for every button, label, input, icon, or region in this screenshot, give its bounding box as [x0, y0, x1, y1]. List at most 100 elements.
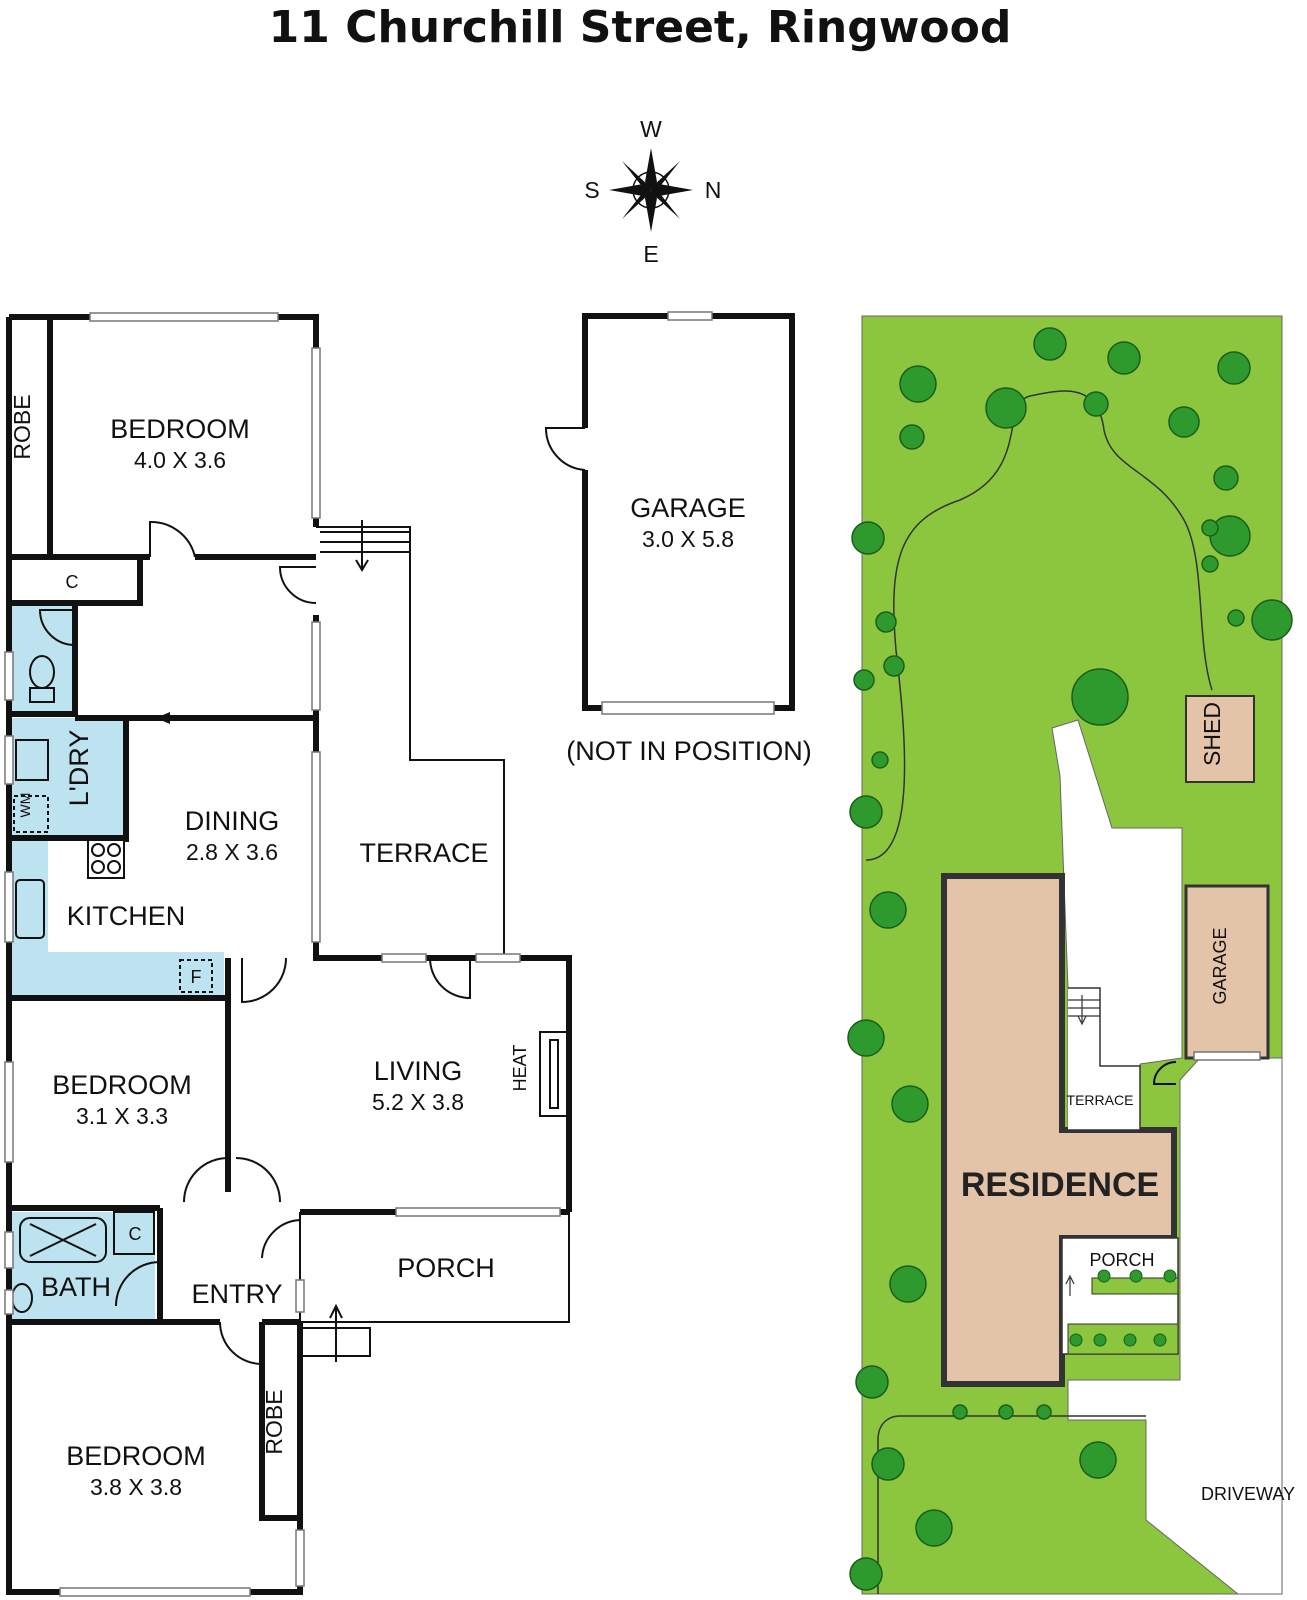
compass-rose-icon	[609, 148, 693, 232]
porch-outline	[299, 1212, 570, 1323]
garage-door	[601, 701, 775, 715]
tree-icon	[899, 424, 925, 450]
door-swing	[183, 1157, 229, 1203]
window	[295, 1529, 305, 1587]
dining-dims: 2.8 X 3.6	[186, 839, 278, 865]
shrub-icon	[1069, 1333, 1083, 1347]
tree-icon	[1201, 519, 1219, 537]
bedroom2-dims: 3.1 X 3.3	[76, 1103, 168, 1129]
garage-note: (NOT IN POSITION)	[566, 736, 812, 766]
bedroom3-label: BEDROOM	[66, 1441, 206, 1471]
kitchen-bench-left	[12, 838, 48, 952]
trough-icon	[15, 739, 49, 781]
window	[4, 735, 14, 785]
tree-icon	[851, 521, 885, 555]
entry-label: ENTRY	[191, 1279, 282, 1309]
compass-n: N	[705, 177, 722, 203]
tree-icon	[869, 891, 907, 929]
bedroom1-dims: 4.0 X 3.6	[134, 447, 226, 473]
site-porch-label: PORCH	[1089, 1250, 1154, 1270]
window	[4, 1289, 14, 1315]
wall-cupboard1	[9, 557, 143, 606]
garage-label: GARAGE	[630, 493, 746, 523]
page-title: 11 Churchill Street, Ringwood	[269, 2, 1012, 53]
window	[311, 347, 321, 519]
tree-icon	[1033, 327, 1067, 361]
sink-icon	[15, 879, 45, 939]
site-shed-label: SHED	[1199, 702, 1225, 766]
window	[381, 953, 427, 963]
tree-icon	[853, 669, 875, 691]
wall-robe2	[259, 1322, 300, 1521]
window	[311, 621, 321, 711]
compass-e: E	[643, 241, 658, 267]
robe1-label: ROBE	[9, 394, 35, 459]
tree-icon	[952, 1404, 968, 1420]
wall-toilet	[9, 603, 78, 717]
living-dims: 5.2 X 3.8	[372, 1089, 464, 1115]
tree-icon	[1251, 599, 1293, 641]
tree-icon	[1071, 668, 1129, 726]
tree-icon	[891, 1085, 929, 1123]
bedroom2-label: BEDROOM	[52, 1070, 192, 1100]
laundry-label: L'DRY	[64, 730, 94, 807]
shrub-icon	[1123, 1333, 1137, 1347]
door-swing	[278, 566, 317, 604]
robe2-label: ROBE	[261, 1389, 287, 1454]
window	[295, 1279, 305, 1313]
site-garage	[1184, 884, 1270, 1060]
window	[89, 312, 279, 322]
door-swing	[149, 520, 196, 558]
tree-icon	[855, 1365, 889, 1399]
tree-icon	[1217, 351, 1251, 385]
door-swing	[115, 1261, 161, 1307]
site-driveway-label: DRIVEWAY	[1201, 1484, 1295, 1504]
tree-icon	[883, 655, 905, 677]
wm-label: WM	[17, 793, 33, 818]
window	[4, 1231, 14, 1269]
shrub-icon	[1129, 1269, 1143, 1283]
cupboard2-label: C	[129, 1224, 142, 1244]
compass-s: S	[584, 177, 599, 203]
door-swing	[38, 609, 76, 646]
kitchen-label: KITCHEN	[67, 901, 186, 931]
cupboard2-box	[113, 1211, 155, 1255]
window	[667, 311, 713, 321]
dining-label: DINING	[185, 806, 280, 836]
tree-icon	[849, 1557, 883, 1591]
porch-label: PORCH	[397, 1253, 495, 1283]
door-swing	[235, 1157, 281, 1203]
window	[4, 1061, 14, 1163]
cooktop-icon	[87, 839, 125, 879]
window	[4, 871, 14, 943]
terrace-label: TERRACE	[359, 838, 488, 868]
garage-walls	[582, 313, 795, 711]
fridge-label: F	[191, 967, 202, 987]
bedroom3-dims: 3.8 X 3.8	[90, 1474, 182, 1500]
door-swing	[544, 427, 586, 471]
shrub-icon	[1093, 1333, 1107, 1347]
heater-icon	[539, 1031, 569, 1117]
toilet-area	[12, 606, 75, 712]
tree-icon	[1213, 465, 1239, 491]
tree-icon	[985, 387, 1027, 429]
bathtub-icon	[19, 1217, 107, 1263]
tree-icon	[889, 1265, 927, 1303]
compass-w: W	[640, 116, 662, 142]
heat-label: HEAT	[510, 1045, 530, 1092]
shrub-icon	[1097, 1269, 1111, 1283]
tree-icon	[1107, 341, 1141, 375]
tree-icon	[1083, 391, 1109, 417]
tree-icon	[1227, 609, 1245, 627]
window	[475, 953, 521, 963]
tree-icon	[875, 611, 897, 633]
site-shed	[1185, 695, 1255, 783]
trees	[847, 327, 1293, 1591]
tree-icon	[849, 795, 883, 829]
site-garage-label: GARAGE	[1210, 927, 1230, 1004]
tree-icon	[1036, 1404, 1052, 1420]
shrub-icon	[1153, 1333, 1167, 1347]
tree-icon	[1201, 555, 1219, 573]
tree-icon	[847, 1019, 885, 1057]
site-residence-label: RESIDENCE	[961, 1166, 1159, 1204]
